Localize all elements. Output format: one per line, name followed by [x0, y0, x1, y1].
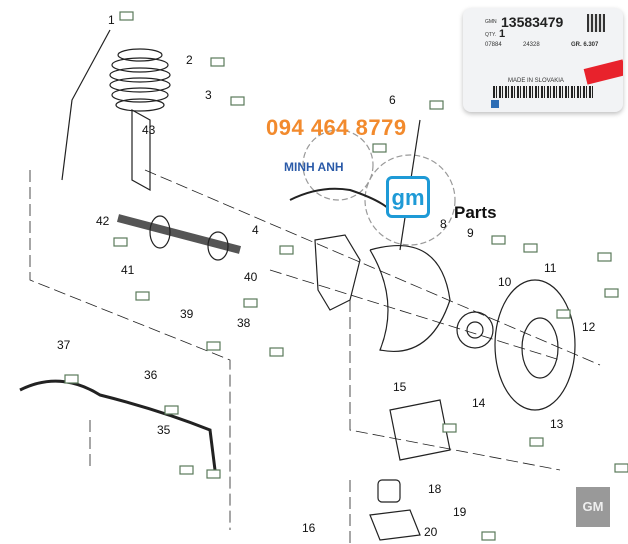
- quantity-label: QTY.: [485, 32, 497, 38]
- callout-14: 14: [472, 396, 486, 410]
- callout-39: 39: [180, 307, 194, 321]
- callout-2: 2: [186, 53, 193, 67]
- callout-3: 3: [205, 88, 212, 102]
- barcode: [493, 86, 593, 98]
- drive-shaft: [116, 214, 242, 254]
- callout-40: 40: [244, 270, 258, 284]
- callout-38: 38: [237, 316, 251, 330]
- origin: MADE IN SLOVAKIA: [508, 78, 564, 84]
- callout-9: 9: [467, 226, 474, 240]
- parts-text: Parts: [454, 203, 497, 222]
- callout-11: 11: [544, 261, 557, 275]
- brake-caliper: [389, 399, 451, 461]
- code1: 07884: [485, 42, 502, 48]
- callout-1: 1: [108, 13, 115, 27]
- gr-code: GR. 6.307: [571, 42, 599, 48]
- callout-41: 41: [121, 263, 135, 277]
- callout-19: 19: [453, 505, 467, 519]
- gm-logo: gm: [386, 176, 430, 218]
- callout-42: 42: [96, 214, 110, 228]
- gm-mini-logo: [491, 100, 499, 108]
- wheel-hub: [456, 311, 494, 349]
- quantity: 1: [499, 28, 506, 40]
- callout-37: 37: [57, 338, 71, 352]
- red-tag: [583, 59, 623, 85]
- part-number: 13583479: [501, 14, 564, 30]
- part-label-photo: GMN 13583479 QTY. 1 07884 24328 GR. 6.30…: [463, 8, 623, 112]
- code2: 24328: [523, 42, 540, 48]
- callout-12: 12: [582, 320, 596, 334]
- shop-name: MINH ANH: [284, 160, 344, 174]
- callout-18: 18: [428, 482, 442, 496]
- callout-13: 13: [550, 417, 564, 431]
- callout-4: 4: [252, 223, 259, 237]
- callout-36: 36: [144, 368, 158, 382]
- callout-6: 6: [389, 93, 396, 107]
- callout-numbers: 1234364241440393889101112373615141335181…: [57, 13, 596, 539]
- bushing: [377, 479, 401, 503]
- brake-rotor: [494, 279, 576, 411]
- callout-35: 35: [157, 423, 171, 437]
- stabilizer-bar: [19, 379, 217, 471]
- callout-8: 8: [440, 217, 447, 231]
- hotspot-markers: [64, 11, 628, 541]
- gm-badge: GM: [576, 487, 610, 527]
- steering-knuckle: [314, 234, 361, 311]
- coil-spring: [109, 48, 171, 112]
- callout-10: 10: [498, 275, 512, 289]
- dust-shield: [369, 245, 451, 352]
- callout-16: 16: [302, 521, 316, 535]
- callout-20: 20: [424, 525, 438, 539]
- phone-watermark: 094 464 8779: [266, 115, 407, 140]
- part-number-prefix: GMN: [485, 19, 497, 25]
- callout-15: 15: [393, 380, 407, 394]
- strut: [131, 108, 151, 192]
- callout-43: 43: [142, 123, 156, 137]
- qr-code-icon: [587, 14, 605, 32]
- stabilizer-link: [61, 29, 111, 181]
